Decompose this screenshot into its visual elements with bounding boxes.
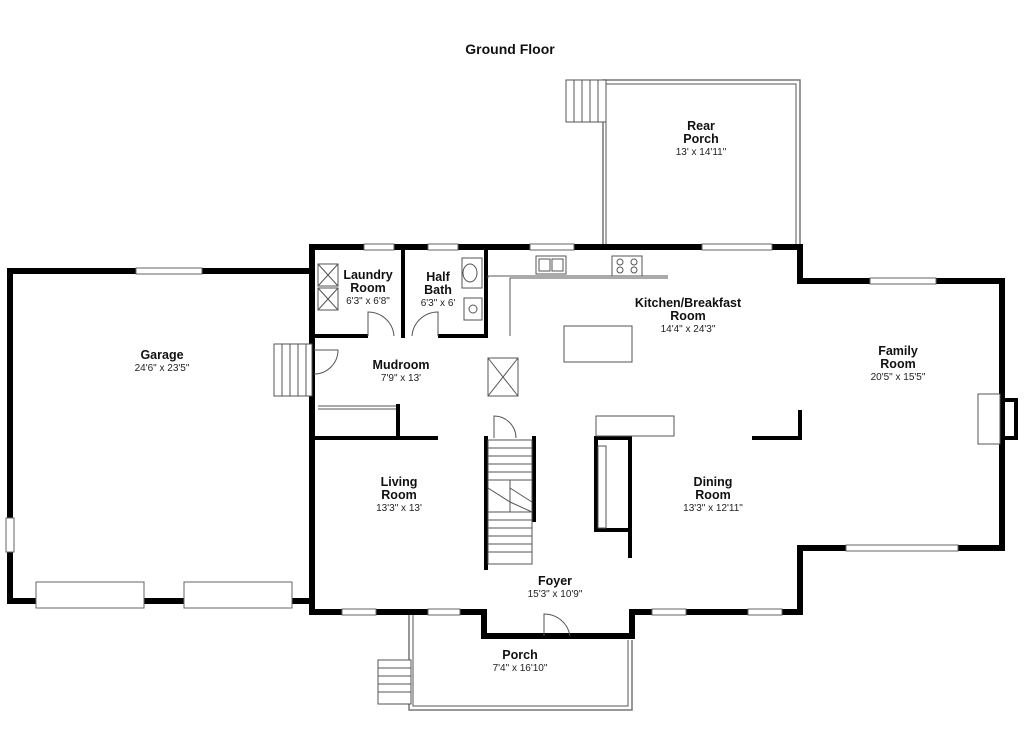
svg-text:Room: Room [695, 488, 730, 502]
svg-text:Room: Room [670, 309, 705, 323]
svg-text:Garage: Garage [140, 348, 183, 362]
svg-text:Bath: Bath [424, 283, 452, 297]
room-label-dining: Dining Room 13'3" x 12'11" [683, 475, 743, 514]
room-label-rear-porch: Rear Porch 13' x 14'11" [676, 119, 727, 158]
svg-text:13'3" x 12'11": 13'3" x 12'11" [683, 503, 743, 514]
windows [5, 243, 959, 616]
room-label-foyer: Foyer 15'3" x 10'9" [528, 574, 583, 600]
front-porch-outline [377, 615, 633, 711]
svg-text:Rear: Rear [687, 119, 715, 133]
svg-text:7'9" x 13': 7'9" x 13' [381, 373, 421, 384]
svg-text:Living: Living [381, 475, 418, 489]
room-label-mudroom: Mudroom 7'9" x 13' [373, 358, 430, 384]
room-label-living: Living Room 13'3" x 13' [376, 475, 422, 514]
room-label-half-bath: Half Bath 6'3" x 6' [421, 270, 456, 309]
room-label-family: Family Room 20'5" x 15'5" [871, 344, 926, 383]
svg-text:6'3" x 6': 6'3" x 6' [421, 298, 456, 309]
main-staircase [487, 439, 533, 565]
interior-walls [312, 247, 802, 570]
svg-text:13' x 14'11": 13' x 14'11" [676, 147, 727, 158]
svg-text:Foyer: Foyer [538, 574, 572, 588]
room-label-garage: Garage 24'6" x 23'5" [135, 348, 190, 374]
garage-steps [273, 343, 313, 397]
svg-text:Half: Half [426, 270, 450, 284]
svg-text:20'5" x 15'5": 20'5" x 15'5" [871, 372, 926, 383]
svg-text:Kitchen/Breakfast: Kitchen/Breakfast [635, 296, 742, 310]
svg-text:Room: Room [880, 357, 915, 371]
plan-title: Ground Floor [465, 41, 555, 57]
svg-text:Mudroom: Mudroom [373, 358, 430, 372]
svg-text:6'3" x 6'8": 6'3" x 6'8" [346, 296, 390, 307]
svg-text:24'6" x 23'5": 24'6" x 23'5" [135, 363, 190, 374]
svg-text:Room: Room [381, 488, 416, 502]
room-label-laundry: Laundry Room 6'3" x 6'8" [343, 268, 392, 307]
svg-text:Family: Family [878, 344, 918, 358]
rear-porch-outline [565, 79, 801, 247]
svg-text:Room: Room [350, 281, 385, 295]
svg-text:7'4" x 16'10": 7'4" x 16'10" [493, 663, 548, 674]
fixtures [317, 255, 1001, 529]
room-label-porch: Porch 7'4" x 16'10" [493, 648, 548, 674]
svg-text:Laundry: Laundry [343, 268, 392, 282]
room-label-kitchen: Kitchen/Breakfast Room 14'4" x 24'3" [635, 296, 742, 335]
svg-text:13'3" x 13': 13'3" x 13' [376, 503, 422, 514]
svg-text:Porch: Porch [502, 648, 537, 662]
svg-text:14'4" x 24'3": 14'4" x 24'3" [661, 324, 716, 335]
svg-text:15'3" x 10'9": 15'3" x 10'9" [528, 589, 583, 600]
doors [313, 311, 571, 637]
svg-text:Porch: Porch [683, 132, 718, 146]
svg-text:Dining: Dining [694, 475, 733, 489]
